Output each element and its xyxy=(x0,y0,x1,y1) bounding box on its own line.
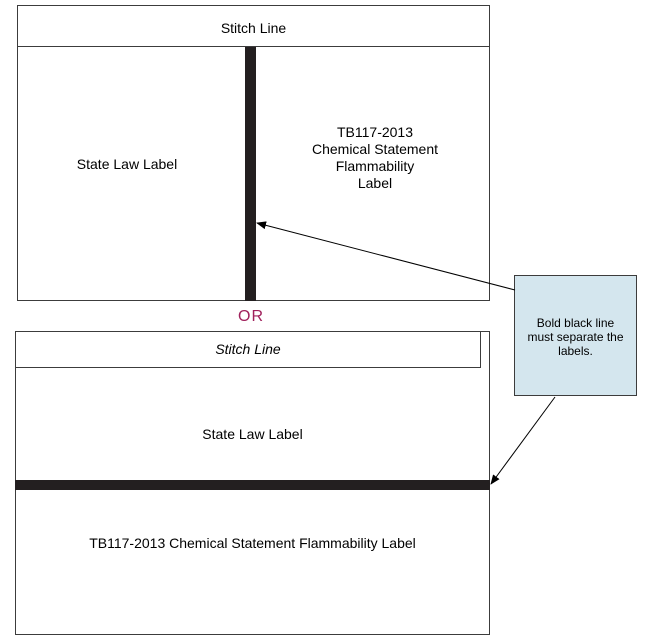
callout-line-2: must separate the xyxy=(527,330,624,344)
layout-a-state-law-label: State Law Label xyxy=(76,156,178,172)
layout-b-stitch-line-text: Stitch Line xyxy=(215,341,281,357)
callout-box xyxy=(514,275,637,396)
layout-b-stitch-line-band xyxy=(15,331,481,368)
layout-b-tb117-label: TB117-2013 Chemical Statement Flammabili… xyxy=(89,535,416,551)
callout-line-3: labels. xyxy=(558,344,593,358)
layout-a-tb117-line-3: Flammability xyxy=(335,158,415,174)
arrow-to-vertical-divider xyxy=(256,221,516,291)
callout-text: Bold black line must separate the labels… xyxy=(514,316,637,358)
callout-line-1: Bold black line xyxy=(536,316,615,330)
layout-a-stitch-line-band xyxy=(17,5,490,47)
layout-a-stitch-line-text: Stitch Line xyxy=(220,20,287,36)
layout-a-tb117-label: TB117-2013 Chemical Statement Flammabili… xyxy=(262,124,488,192)
layout-a-tb117-line-4: Label xyxy=(357,175,393,191)
or-separator: OR xyxy=(238,308,264,325)
layout-a-tb117-line-1: TB117-2013 xyxy=(336,124,413,140)
arrow-to-horizontal-divider xyxy=(490,396,556,485)
layout-a-bold-divider-vertical xyxy=(245,47,256,301)
layout-a-tb117-line-2: Chemical Statement xyxy=(311,141,439,157)
layout-b-state-law-label: State Law Label xyxy=(202,426,303,442)
layout-b-bold-divider-horizontal xyxy=(15,480,490,490)
